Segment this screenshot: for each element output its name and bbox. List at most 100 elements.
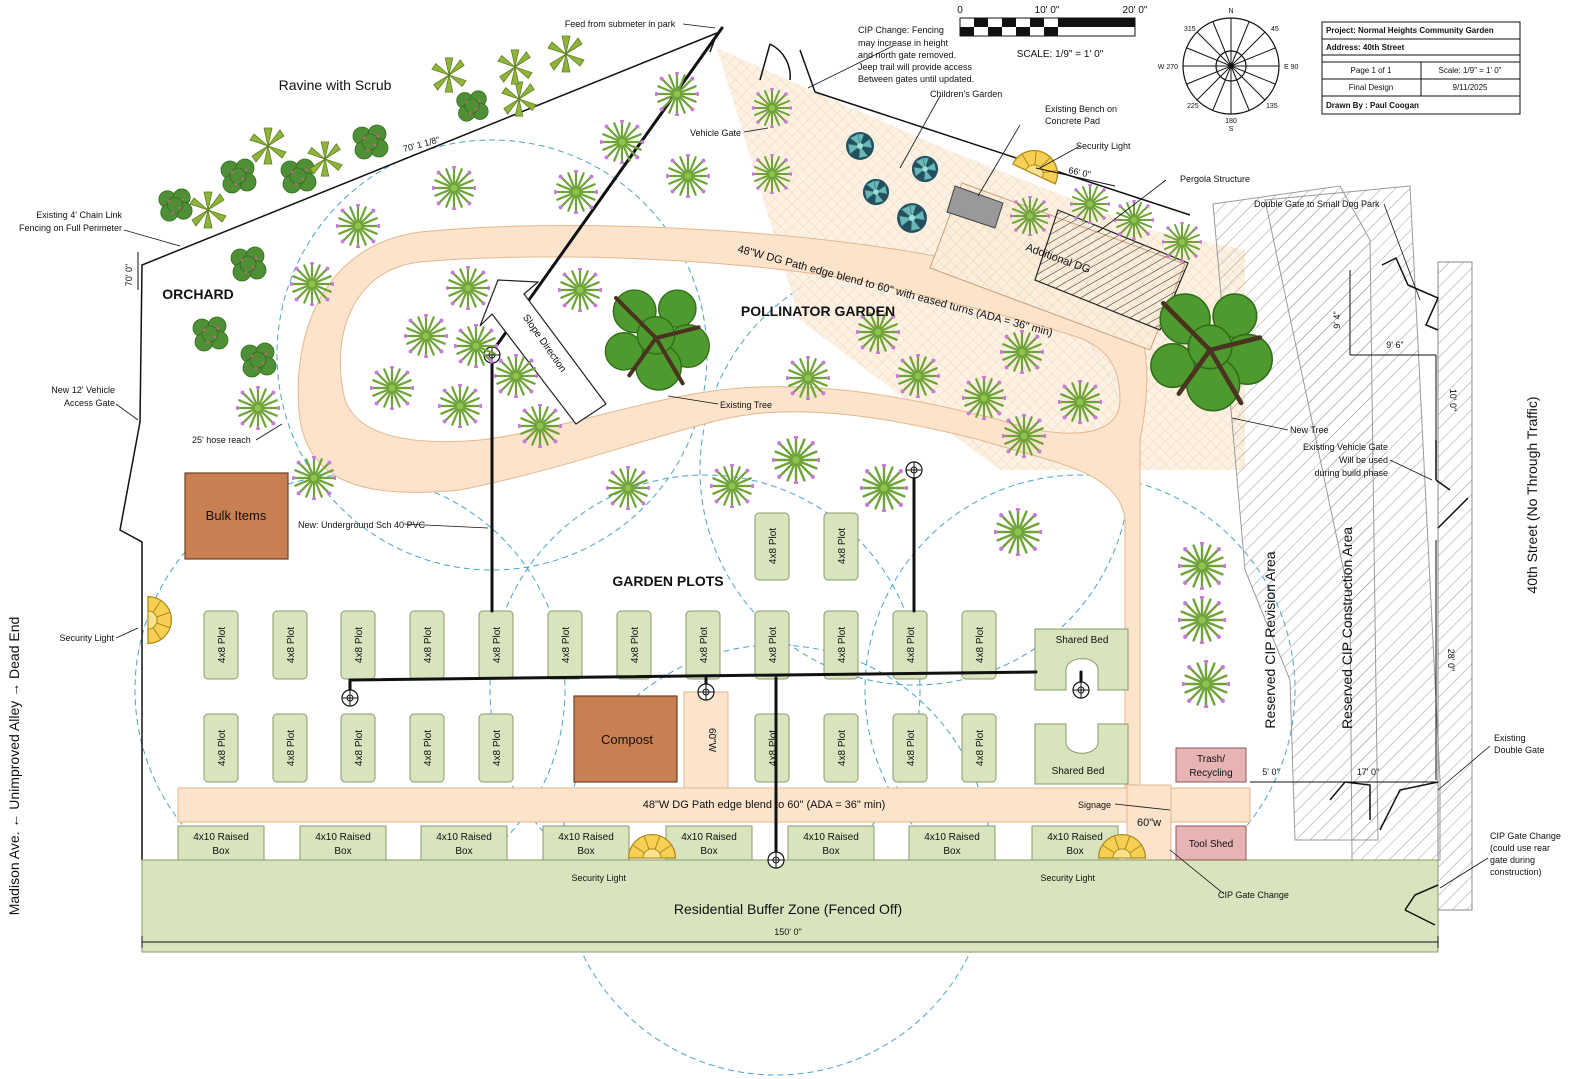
flower-icon	[1182, 660, 1230, 708]
raised-label: 4x10 Raised	[924, 832, 980, 843]
raised-box-5	[787, 825, 875, 861]
note-fence-1: Existing 4' Chain Link	[36, 210, 122, 220]
flower-icon	[290, 262, 334, 306]
perimeter-fence	[119, 32, 718, 860]
compass-315: 315	[1184, 26, 1196, 33]
palm-icon	[189, 191, 227, 229]
note-bench-2: Concrete Pad	[1045, 116, 1100, 126]
flower-icon	[494, 354, 538, 398]
gates	[709, 32, 1469, 926]
label-pollinator: POLLINATOR GARDEN	[741, 303, 895, 319]
note-access-1: New 12' Vehicle	[51, 385, 115, 395]
note-security-b1: Security Light	[571, 873, 626, 883]
plot-label: 4x8 Plot	[286, 627, 297, 663]
flower-icon	[558, 268, 602, 312]
flower-icon	[606, 466, 650, 510]
sprinkler-icon	[767, 851, 785, 869]
flower-icon	[655, 72, 699, 116]
loop-dg-path	[297, 225, 1148, 791]
compass-45: 45	[1271, 26, 1279, 33]
plot-label: 4x8 Plot	[354, 627, 365, 663]
plot-label: 4x8 Plot	[768, 528, 779, 564]
note-cip-2: may increase in height	[858, 38, 949, 48]
label-orchard: ORCHARD	[162, 286, 234, 302]
flower-icon	[404, 314, 448, 358]
flower-icon	[772, 436, 820, 484]
existing-tree-icon	[603, 288, 712, 392]
flower-icon	[752, 154, 792, 194]
scale-label: SCALE: 1/9" = 1' 0"	[1017, 49, 1104, 60]
plot-r2-c6	[823, 713, 859, 783]
raised-box-0	[177, 825, 265, 861]
plot-r1-c10	[892, 610, 928, 680]
plot-r0-c0	[754, 512, 790, 581]
succulent-icon	[911, 155, 939, 183]
note-cip-5: Between gates until updated.	[858, 74, 974, 84]
compass-s: S	[1229, 126, 1234, 133]
note-cip-gate: CIP Gate Change	[1218, 890, 1289, 900]
sprinkler-icon	[697, 683, 715, 701]
scale-tick-10: 10' 0"	[1035, 5, 1060, 16]
label-cip-construction: Reserved CIP Construction Area	[1339, 527, 1355, 729]
raised-label: Box	[822, 846, 839, 857]
shrub-icon	[240, 342, 277, 378]
succulent-icon	[845, 131, 875, 161]
plot-r2-c1	[272, 713, 308, 783]
tb-project: Project: Normal Heights Community Garden	[1326, 26, 1494, 35]
flower-icon	[1000, 330, 1044, 374]
plot-r1-c6	[616, 610, 652, 680]
flower-icon	[860, 464, 908, 512]
label-alley: Madison Ave. ← Unimproved Alley → Dead E…	[6, 617, 22, 916]
note-children: Children's Garden	[930, 89, 1002, 99]
palm-icon	[249, 127, 287, 165]
raised-label: Box	[455, 846, 472, 857]
palm-icon	[547, 35, 585, 73]
trash-recycling-area	[1175, 747, 1247, 783]
shrub-icon	[192, 316, 229, 352]
north-fence	[814, 91, 1191, 216]
tb-page: Page 1 of 1	[1351, 66, 1392, 75]
palm-icon	[497, 49, 533, 85]
label-recycling: Recycling	[1189, 768, 1232, 779]
plot-label: 4x8 Plot	[217, 627, 228, 663]
raised-label: 4x10 Raised	[436, 832, 492, 843]
tb-address: Address: 40th Street	[1326, 43, 1405, 52]
flower-icon	[710, 464, 754, 508]
note-security-b2: Security Light	[1040, 873, 1095, 883]
raised-box-labels: 4x10 Raised Box 4x10 Raised Box 4x10 Rai…	[193, 832, 1103, 857]
label-garden-plots: GARDEN PLOTS	[612, 573, 723, 589]
dim-10: 10' 0"	[1448, 389, 1458, 411]
plot-r1-c7	[685, 610, 721, 680]
leader-lines	[115, 23, 1491, 895]
tb-scale: Scale: 1/9" = 1' 0"	[1438, 66, 1501, 75]
note-dog-gate: Double Gate to Small Dog Park	[1254, 199, 1380, 209]
flower-icon	[666, 154, 710, 198]
flower-icon	[752, 88, 792, 128]
raised-box-1	[299, 825, 387, 861]
label-ravine: Ravine with Scrub	[279, 77, 392, 93]
plot-label: 4x8 Plot	[217, 730, 228, 766]
pergola-structure	[1034, 209, 1189, 331]
note-veh-gate-1: Existing Vehicle Gate	[1303, 442, 1388, 452]
flower-icon	[518, 404, 562, 448]
succulent-icon	[862, 178, 890, 206]
shrub-icon	[230, 246, 267, 282]
tool-shed	[1175, 825, 1247, 861]
flower-icon	[994, 508, 1042, 556]
dim-94: 9' 4"	[1332, 311, 1342, 328]
compass-rose	[1182, 17, 1280, 115]
note-60w: 60"w	[1137, 817, 1161, 829]
raised-label: Box	[943, 846, 960, 857]
flower-icon	[292, 456, 336, 500]
raised-box-3	[542, 825, 630, 861]
plot-r2-c8	[961, 713, 997, 783]
label-street: 40th Street (No Through Traffic)	[1524, 396, 1540, 593]
sprinkler-icon	[905, 461, 923, 479]
sprinkler-icon	[341, 689, 359, 707]
raised-box-4	[665, 825, 753, 861]
plot-r2-c7	[892, 713, 928, 783]
compass-e: E 90	[1284, 64, 1299, 71]
label-trash: Trash/	[1197, 754, 1225, 765]
plot-r1-c1	[272, 610, 308, 680]
label-compost: Compost	[601, 732, 653, 747]
